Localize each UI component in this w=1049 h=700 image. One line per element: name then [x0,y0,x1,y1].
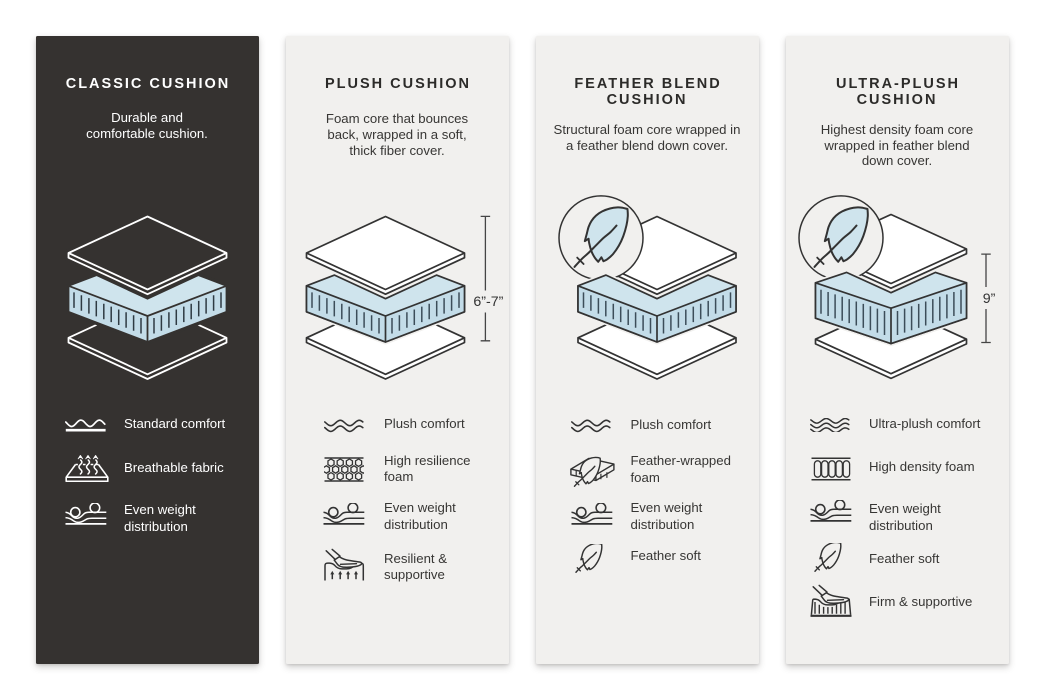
svg-text:9”: 9” [982,291,995,307]
svg-text:6”-7”: 6”-7” [473,294,503,310]
